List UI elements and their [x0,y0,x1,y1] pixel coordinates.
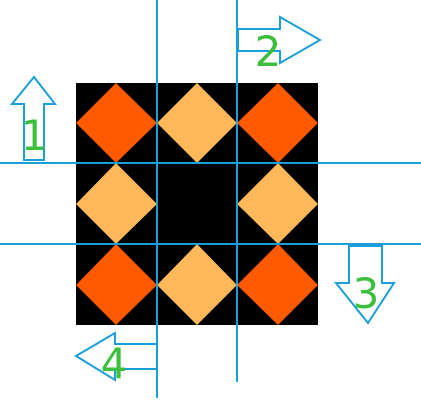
tile-r0-c2[interactable] [237,83,318,163]
arrow-number-2: 2 [255,27,282,76]
arrow-button-1[interactable]: 1 [9,75,58,161]
arrow-left-outline-icon [74,331,158,382]
arrow-number-3: 3 [353,269,380,318]
arrow-number-4: 4 [101,339,128,388]
arrow-button-4[interactable]: 4 [74,331,158,388]
tile-r0-c1[interactable] [157,83,237,163]
tile-r2-c2[interactable] [237,244,318,325]
tile-r0-c0[interactable] [76,83,157,163]
arrow-number-1: 1 [21,111,48,160]
tile-r1-c2[interactable] [237,163,318,244]
puzzle-board [76,83,318,325]
tile-r2-c1[interactable] [157,244,237,325]
arrow-down-outline-icon [333,245,396,325]
tile-r1-c1[interactable] [157,163,237,244]
tile-r1-c0[interactable] [76,163,157,244]
tile-r2-c0[interactable] [76,244,157,325]
arrow-right-outline-icon [237,15,323,65]
arrow-button-2[interactable]: 2 [237,15,323,76]
arrow-up-outline-icon [9,75,58,161]
arrow-button-3[interactable]: 3 [333,245,396,325]
